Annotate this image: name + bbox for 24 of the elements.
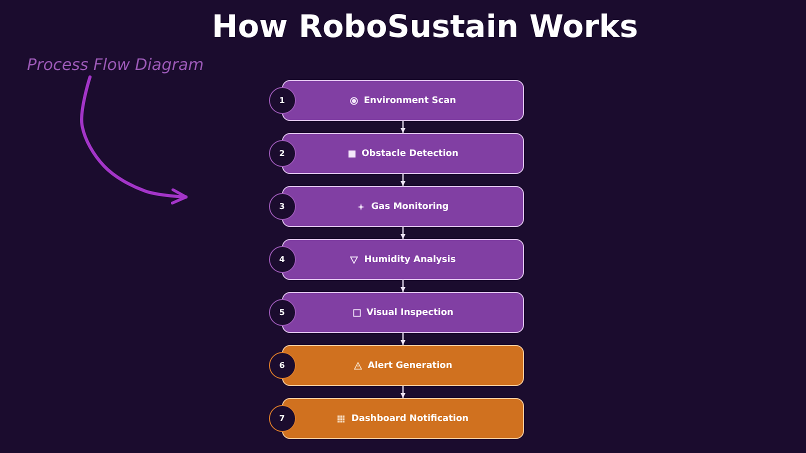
arrow [400, 226, 406, 240]
diagram-subtitle: Process Flow Diagram [27, 54, 204, 76]
step-label: Humidity Analysis [364, 254, 456, 264]
step-label: Visual Inspection [366, 308, 454, 318]
arrow [400, 385, 406, 399]
step-number-badge: 5 [268, 299, 296, 326]
step-number-badge: 6 [268, 352, 296, 379]
arrow [400, 279, 406, 293]
title: How RoboSustain Works [210, 8, 640, 47]
step-number-badge: 1 [268, 87, 296, 114]
step-label: Environment Scan [364, 96, 456, 106]
arrow [400, 173, 406, 187]
step-number-badge: 2 [268, 140, 296, 167]
step-number-badge: 4 [268, 246, 296, 273]
arrow [400, 120, 406, 134]
step-label: Obstacle Detection [362, 148, 458, 158]
step-label: Dashboard Notification [351, 414, 469, 424]
step-number-badge: 3 [268, 193, 296, 220]
arrow [400, 332, 406, 346]
curved-arrow [80, 75, 188, 204]
process-box [282, 80, 524, 121]
step-number-badge: 7 [268, 405, 296, 432]
step-label: Alert Generation [368, 360, 452, 370]
step-label: Gas Monitoring [371, 202, 449, 212]
